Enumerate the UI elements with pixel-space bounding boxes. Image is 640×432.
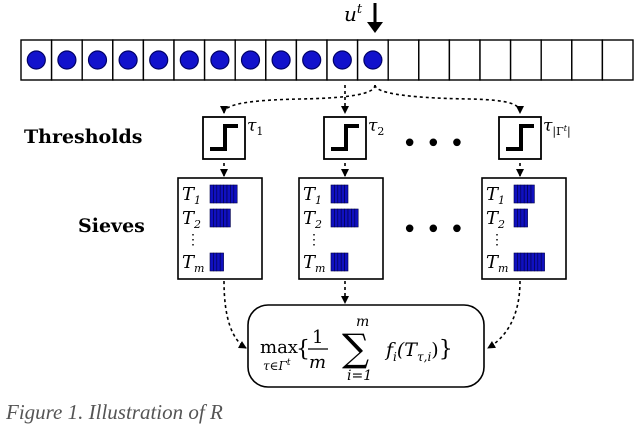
stream-element-dot: [363, 50, 383, 70]
stream-cell: [571, 39, 604, 81]
threshold-row: τ1 τ2 τ|Γt|: [202, 116, 571, 160]
sieve-set-label: T1: [303, 184, 322, 207]
formula-max-subscript: τ∈Γt: [263, 358, 291, 373]
sieve-element-bar: [513, 184, 535, 204]
stream-cell: [295, 39, 328, 81]
formula-sum: ∑: [342, 326, 369, 370]
sieve-set-label: Tm: [182, 252, 204, 275]
formula-sum-top: m: [356, 314, 369, 330]
step-function-icon: [210, 124, 238, 151]
sieve-element-bar: [330, 252, 349, 272]
stream-element-dot: [210, 50, 230, 70]
stream-element-dot: [118, 50, 138, 70]
step-function-icon: [331, 124, 359, 151]
formula-term: fi(Tτ,i)}: [384, 337, 453, 364]
sieve-element-bar: [330, 184, 349, 204]
aggregator-box: [247, 304, 485, 388]
sieve-set-label: T1: [486, 184, 505, 207]
thresholds-label: Thresholds: [24, 126, 142, 148]
stream-element-dot: [179, 50, 199, 70]
threshold-ellipsis: • • •: [402, 129, 465, 159]
stream-cell: [601, 39, 634, 81]
stream-element-dot: [271, 50, 291, 70]
figure-caption: Figure 1. Illustration of R: [6, 400, 223, 424]
step-function-icon: [506, 124, 534, 151]
sieve-vertical-ellipsis: ⋮: [186, 232, 200, 248]
formula-max: max: [260, 337, 298, 358]
threshold-to-sieve-connectors: [220, 163, 524, 177]
stream-element-dot: [26, 50, 46, 70]
stream-element-dot: [149, 50, 169, 70]
formula-left-brace: {: [296, 337, 310, 362]
threshold-label: τ1: [247, 116, 263, 138]
sieve-vertical-ellipsis: ⋮: [490, 232, 504, 248]
stream-array: [20, 39, 634, 81]
sieve-set-label: T2: [486, 208, 505, 231]
stream-element-dot: [87, 50, 108, 70]
sieve-set-label: T2: [303, 208, 322, 231]
stream-cell: [448, 39, 481, 81]
formula-fraction-denominator: m: [309, 352, 326, 373]
threshold-box: τ1: [202, 116, 263, 160]
stream-cell: [479, 39, 512, 81]
input-label: ut: [344, 2, 363, 26]
aggregator-formula: max τ∈Γt { 1 m m ∑ i=1 fi(Tτ,i)}: [260, 314, 453, 384]
formula-args: (T: [397, 339, 418, 361]
threshold-box: τ2: [323, 116, 384, 160]
threshold-label: τ2: [368, 116, 384, 138]
sieve-element-bar: [209, 184, 238, 204]
sieve-to-aggregator-connectors: [223, 280, 521, 349]
input-arrow-head: [367, 22, 383, 33]
stream-cell: [509, 39, 542, 81]
threshold-box: τ|Γt|: [498, 116, 571, 160]
stream-cell: [418, 39, 451, 81]
stream-element-dot: [57, 50, 77, 70]
sieve-element-bar: [330, 208, 359, 228]
sieve-element-bar: [209, 208, 231, 228]
stream-element-dot: [302, 50, 322, 70]
sieve-set-label: Tm: [303, 252, 325, 275]
sieve-vertical-ellipsis: ⋮: [307, 232, 321, 248]
stream-connectors: [220, 84, 524, 114]
sieve-set-label: T2: [182, 208, 201, 231]
sieve-element-bar: [209, 252, 224, 272]
stream-cell: [387, 39, 420, 81]
sieve-set-label: Tm: [486, 252, 508, 275]
formula-fraction-numerator: 1: [312, 327, 323, 348]
formula-sum-bottom: i=1: [347, 368, 372, 384]
stream-element-dot: [332, 50, 352, 70]
threshold-label: τ|Γt|: [543, 116, 571, 139]
stream-element-dot: [240, 50, 261, 70]
sieve-element-bar: [513, 208, 528, 228]
stream-cell: [540, 39, 573, 81]
sieve-element-bar: [513, 252, 545, 272]
sieve-set-label: T1: [182, 184, 201, 207]
sieve-ellipsis: • • •: [402, 215, 465, 245]
sieves-label: Sieves: [78, 215, 145, 237]
